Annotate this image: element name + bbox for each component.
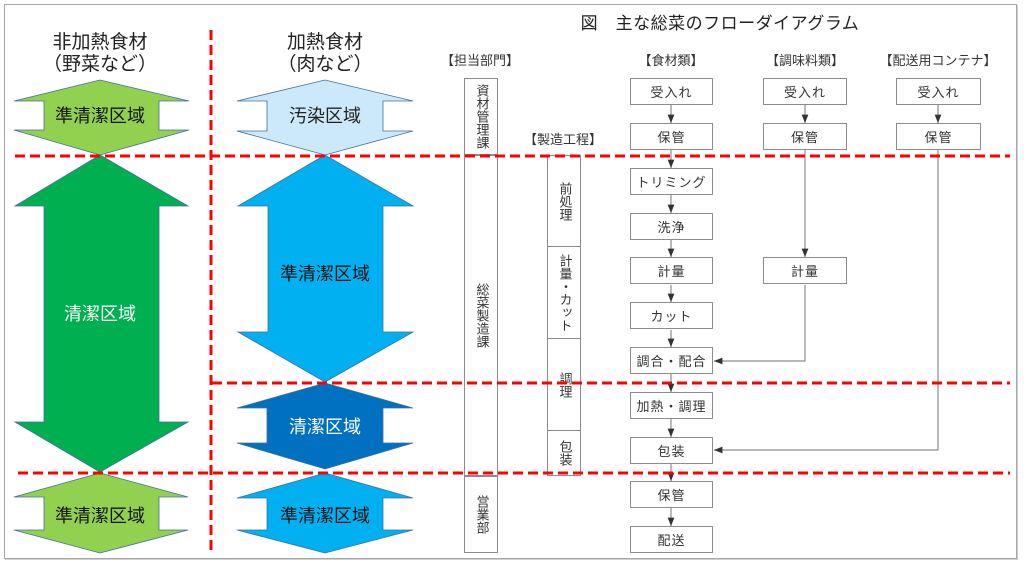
zone-arrow-heated-clean [236,382,414,470]
department-label: 資材管理課 [473,84,489,149]
department-label: 総菜製造課 [473,283,489,348]
diagram-title: 図 主な総菜のフローダイアグラム [580,14,860,34]
flow-box-ingredients-storage: 保管 [630,123,713,150]
process-box-packing: 包装 [547,430,581,476]
header-seasonings: 【調味料類】 [765,54,844,69]
flow-box-seasonings-storage: 保管 [763,123,847,150]
zone-label-heated-semi-clean-bottom: 準清潔区域 [280,506,370,527]
process-label: 計量・カット [556,253,572,332]
non-heated-header: 非加熱食材 （野菜など） [0,31,200,75]
heated-header-line2: （肉など） [277,53,373,75]
flow-box-seasonings-weighing: 計量 [763,257,847,284]
department-label: 営業部 [473,495,489,534]
header-process: 【製造工程】 [523,133,602,148]
figure-frame [4,4,1017,559]
zone-arrow-non-heated-semi-clean-bottom [13,472,189,554]
flow-box-washing: 洗浄 [630,213,713,240]
department-box-production: 総菜製造課 [464,155,498,476]
flow-box-delivery: 配送 [630,526,713,553]
zone-label-non-heated-semi-clean-top: 準清潔区域 [55,106,145,127]
non-heated-header-line1: 非加熱食材 [52,31,148,53]
department-box-sales: 営業部 [464,476,498,553]
zone-label-heated-contaminated: 汚染区域 [289,106,361,127]
connector-containers-to-packing [714,150,939,454]
zone-arrow-heated-semi-clean-bottom [236,472,414,554]
flow-box-mixing: 調合・配合 [630,347,713,374]
zone-label-non-heated-clean: 清潔区域 [64,304,136,325]
flow-box-seasonings-receiving: 受入れ [763,78,847,105]
header-containers: 【配送用コンテナ】 [879,54,997,69]
zone-label-non-heated-semi-clean-bottom: 準清潔区域 [55,506,145,527]
process-label: 包装 [556,440,572,466]
process-label: 調理 [556,371,572,398]
flow-box-ingredients-receiving: 受入れ [630,78,713,105]
flow-box-product-storage: 保管 [630,481,713,508]
process-box-cooking: 調理 [547,338,581,431]
flow-box-weighing: 計量 [630,257,713,284]
flow-box-cutting: カット [630,302,713,329]
header-ingredients: 【食材類】 [638,54,704,69]
process-label: 前処理 [556,181,572,221]
process-box-weighing-cutting: 計量・カット [547,246,581,339]
connector-seasonings-to-mixing [714,285,806,365]
flow-box-containers-storage: 保管 [896,123,981,150]
non-heated-header-line2: （野菜など） [42,53,157,75]
zone-label-heated-clean: 清潔区域 [289,417,361,438]
heated-header: 加熱食材 （肉など） [225,31,425,75]
zone-label-heated-semi-clean: 準清潔区域 [280,264,370,285]
flow-box-heating-cooking: 加熱・調理 [630,392,713,419]
flow-box-containers-receiving: 受入れ [896,78,981,105]
flow-box-trimming: トリミング [630,168,713,195]
flow-box-packing: 包装 [630,437,713,464]
process-box-preprocessing: 前処理 [547,155,581,247]
header-department: 【担当部門】 [440,54,519,69]
heated-header-line1: 加熱食材 [286,31,363,53]
